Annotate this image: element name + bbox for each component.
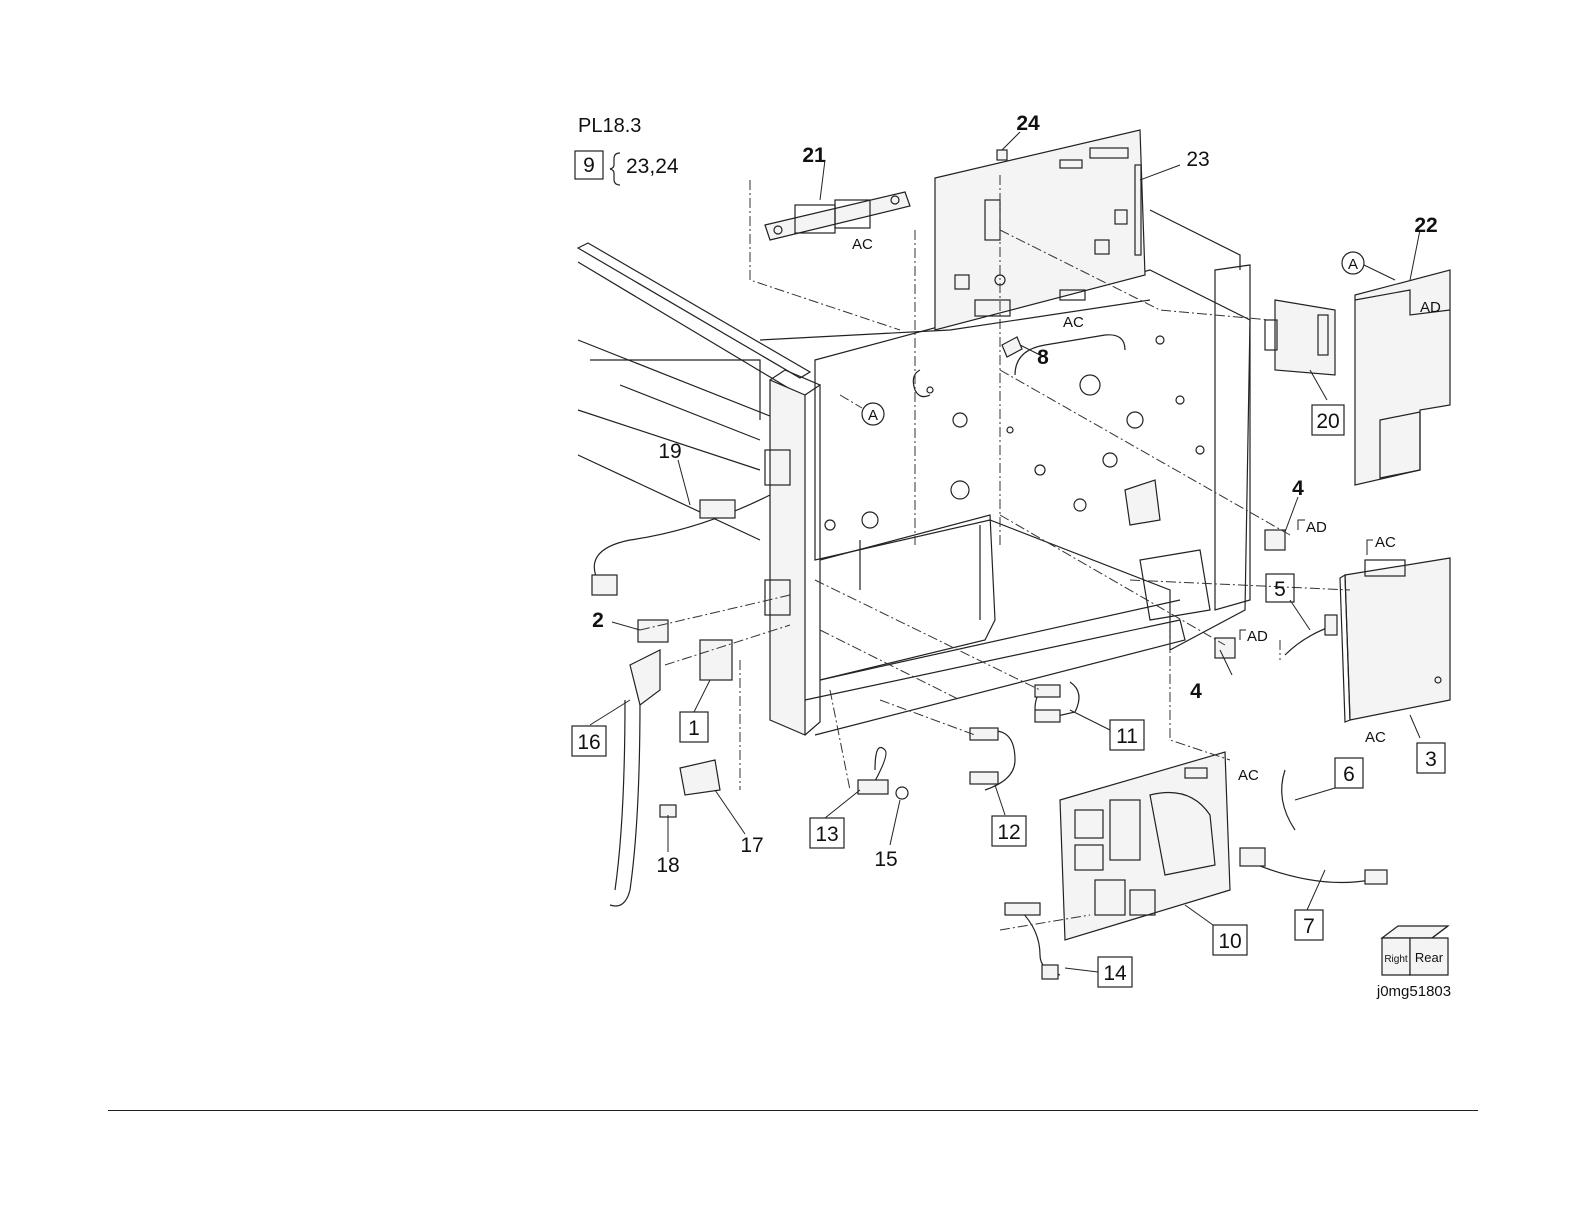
- reference-items: 23,24: [626, 155, 679, 178]
- callout-18: 18: [656, 854, 679, 877]
- callout-23: 23: [1186, 148, 1209, 171]
- code-ad-4-lower: AD: [1247, 628, 1268, 645]
- plate-id: PL18.3: [578, 115, 641, 137]
- callout-13: 13: [815, 823, 838, 846]
- code-bracket-ad-upper: [1298, 520, 1305, 530]
- callout-24: 24: [1016, 112, 1040, 135]
- figure-id: j0mg51803: [1376, 983, 1451, 1000]
- code-ac-3-bottom: AC: [1365, 729, 1386, 746]
- code-ac-21: AC: [852, 236, 873, 253]
- code-ad-4-upper: AD: [1306, 519, 1327, 536]
- callout-22: 22: [1414, 214, 1437, 237]
- callout-12: 12: [997, 821, 1020, 844]
- part-20-board: [1265, 300, 1335, 375]
- page-divider: [108, 1110, 1478, 1111]
- callout-3: 3: [1425, 748, 1437, 771]
- view-marker-a-cover-label: A: [1348, 256, 1358, 273]
- view-marker-a-cover-line: [1364, 265, 1395, 280]
- callout-1: 1: [688, 717, 700, 740]
- callout-box-frames: [572, 405, 1445, 987]
- callout-5: 5: [1274, 578, 1286, 601]
- code-ac-10: AC: [1238, 767, 1259, 784]
- main-frame-drawing: [578, 210, 1250, 735]
- callout-14: 14: [1103, 962, 1127, 985]
- callout-15: 15: [874, 848, 897, 871]
- orientation-face-rear: Rear: [1415, 950, 1444, 965]
- callout-2: 2: [592, 609, 604, 632]
- code-bracket-ad-lower: [1240, 630, 1246, 640]
- view-marker-a-frame-label: A: [868, 407, 878, 424]
- callout-21: 21: [802, 144, 826, 167]
- callout-4-lower: 4: [1190, 680, 1202, 703]
- callout-6: 6: [1343, 763, 1355, 786]
- callout-10: 10: [1218, 930, 1241, 953]
- code-ad-22: AD: [1420, 299, 1441, 316]
- part-21-bracket: [765, 192, 910, 240]
- code-bracket-ac-3: [1367, 540, 1373, 555]
- part-23-board: [935, 130, 1145, 330]
- callout-19: 19: [658, 440, 681, 463]
- code-ac-3-top: AC: [1375, 534, 1396, 551]
- callout-20: 20: [1316, 410, 1339, 433]
- reference-brace: [610, 153, 620, 185]
- part-10-board: [1060, 752, 1230, 940]
- view-marker-a-frame-line: [840, 395, 862, 408]
- callout-11: 11: [1116, 725, 1138, 748]
- part-3-board: [1340, 558, 1450, 722]
- code-ac-main-board: AC: [1063, 314, 1084, 331]
- reference-box-number: 9: [583, 154, 595, 177]
- callout-17: 17: [740, 834, 763, 857]
- callout-4-upper: 4: [1292, 477, 1304, 500]
- callout-8: 8: [1037, 346, 1049, 369]
- callout-16: 16: [577, 731, 600, 754]
- orientation-face-right: Right: [1384, 954, 1408, 965]
- callout-7: 7: [1303, 915, 1315, 938]
